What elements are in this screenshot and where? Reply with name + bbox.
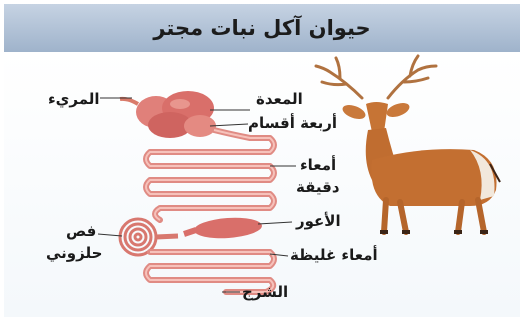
label-spiral-lobe-line2: حلزوني — [46, 244, 102, 262]
label-four-parts: أربعة أقسام — [248, 114, 337, 132]
small-intestine — [146, 130, 274, 220]
label-small-intestine-line1: أمعاء — [300, 156, 336, 174]
label-spiral-lobe-line1: فص — [66, 222, 96, 240]
label-rectum: الشرج — [242, 283, 288, 301]
deer-illustration — [316, 56, 500, 234]
esophagus-tube — [120, 99, 138, 104]
cecum-shape — [193, 216, 262, 241]
label-large-intestine: أمعاء غليظة — [290, 246, 378, 264]
label-stomach: المعدة — [256, 90, 303, 108]
label-cecum: الأعور — [296, 212, 341, 230]
stomach-shape — [136, 91, 216, 138]
label-small-intestine-line2: دقيقة — [296, 178, 340, 196]
label-esophagus: المريء — [48, 90, 100, 108]
